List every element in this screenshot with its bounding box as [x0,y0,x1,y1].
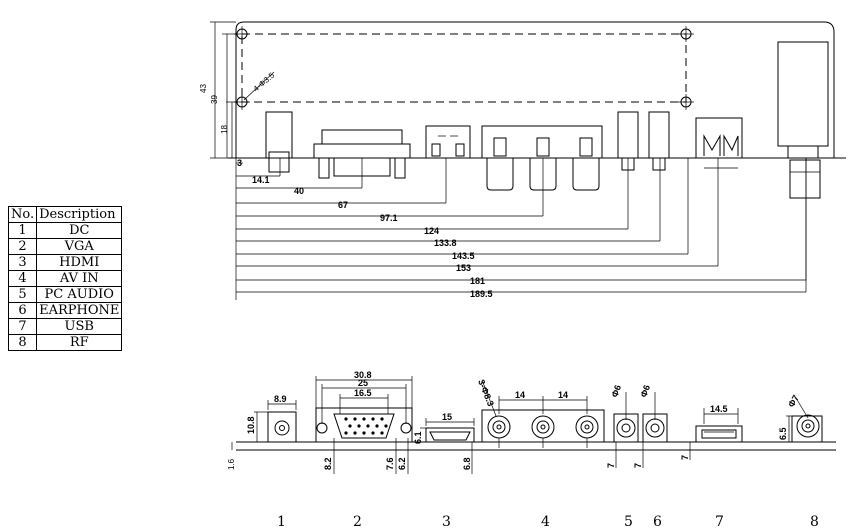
dim-39: 39 [210,95,219,104]
front-dc-jack [254,400,297,443]
legend-description: DC [36,222,123,239]
legend-number: 1 [7,222,38,239]
dim-pc-h: 7 [606,463,616,468]
dim-vga-w3: 16.5 [354,388,372,398]
legend-description: VGA [36,238,123,255]
dim-ear-h: 7 [633,463,643,468]
hole-note: 4-Φ3.5 [252,70,277,93]
offset-dim-label: 67 [338,200,348,210]
mounting-hole [234,26,694,110]
dim-av-p1: 14 [515,390,525,400]
dim-vga-w1: 30.8 [354,370,372,380]
dim-hdmi-h: 6.1 [413,431,423,444]
dim-av-d: 3-Φ8.3 [476,378,496,408]
legend-description: EARPHONE [36,302,123,319]
offset-dim-label: 153 [456,263,471,273]
dim-usb-h: 7 [680,455,690,460]
dim-dc-w: 8.9 [274,394,287,404]
legend-number: 8 [7,334,38,351]
board-outline [235,21,835,159]
top-usb [695,117,743,169]
front-pc-audio [613,392,639,468]
dim-hdmi-base: 6.8 [462,457,472,470]
connector-number: 7 [715,514,724,530]
dim-18: 18 [220,125,229,134]
connector-number: 2 [353,514,362,530]
offset-dim-label: 3 [237,158,242,168]
connector-number: 6 [653,514,662,530]
offset-dim-label: 14.1 [252,175,270,185]
front-earphone [642,392,668,468]
legend-number: 4 [7,270,38,287]
legend-number: 5 [7,286,38,303]
connector-number: 3 [442,514,451,530]
legend-header-row: No. Description [7,206,123,223]
top-view: 4-Φ3.5 43 39 18 [199,21,846,300]
offset-dim-label: 40 [294,186,304,196]
offset-dim-label: 133.8 [434,238,457,248]
dim-ear-d: Φ6 [638,384,652,399]
legend-description: PC AUDIO [36,286,123,303]
legend-number: 3 [7,254,38,271]
legend-number: 2 [7,238,38,255]
dim-43: 43 [199,84,208,93]
dim-vga-h1: 8.2 [323,457,333,470]
dim-av-p2: 14 [558,390,568,400]
front-vga [315,376,413,474]
dim-dc-h: 10.8 [246,416,256,434]
offset-dim-label: 97.1 [380,213,398,223]
connector-number: 4 [541,514,550,530]
legend-description: HDMI [36,254,123,271]
connector-number: 1 [277,514,286,530]
top-earphone [648,111,670,159]
connector-numbers: 1 2 3 4 5 6 7 8 [277,514,819,530]
dim-rf-d: Φ7 [786,393,801,409]
connector-number: 5 [624,514,633,530]
dim-hdmi-w: 15 [442,412,452,422]
dim-rf-h: 6.5 [778,427,788,440]
legend-description: RF [36,334,123,351]
front-av-in [481,379,605,448]
legend-header-description: Description [36,206,123,223]
legend-description: USB [36,318,123,335]
front-view: 1.6 8.9 10.8 [227,370,836,530]
legend-number: 7 [7,318,38,335]
dim-vga-w2: 25 [358,378,368,388]
dim-vga-h3: 6.2 [397,457,407,470]
dim-pc-d: Φ6 [609,384,623,399]
top-dc-jack [265,111,293,159]
legend-header-no: No. [7,206,38,223]
top-av-in [481,125,603,191]
legend-description: AV IN [36,270,123,287]
offset-dim-label: 189.5 [470,289,493,299]
connector-number: 8 [810,514,819,530]
top-pc-audio [617,111,639,159]
front-hdmi [420,418,475,474]
mounting-frame [241,33,687,103]
front-usb [689,408,743,460]
front-rf [786,397,823,443]
legend-number: 6 [7,302,38,319]
top-hdmi [425,125,471,159]
top-rf [777,41,829,199]
offset-dim-label: 143.5 [452,251,475,261]
offset-dimensions: 3 14.1 40 67 97.1 124 133.8 143.5 153 181 189.5 [236,158,807,299]
offset-dim-label: 181 [470,276,485,286]
offset-dim-label: 124 [424,226,439,236]
dim-vga-h2: 7.6 [385,457,395,470]
dim-usb-w: 14.5 [710,404,728,414]
dim-base: 1.6 [227,458,236,470]
